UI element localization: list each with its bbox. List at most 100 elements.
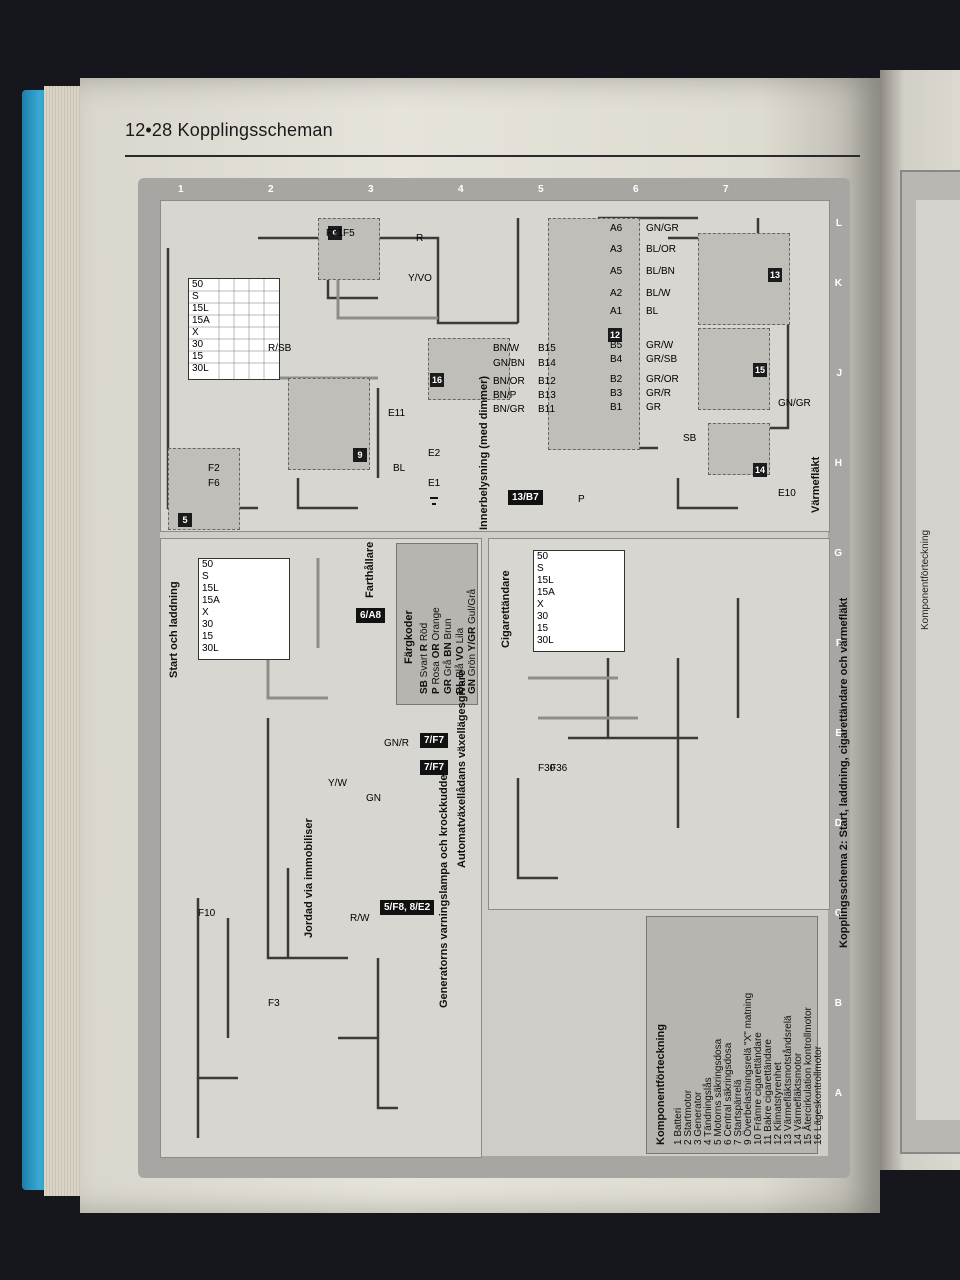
- grid-letter: E: [835, 728, 842, 739]
- switch-row-label: S: [192, 291, 199, 302]
- ref-arrow-13b7: 13/B7: [508, 490, 543, 505]
- pin-label: A2: [610, 288, 623, 299]
- wire-label: GN: [366, 793, 381, 804]
- pin-label: B14: [538, 358, 556, 369]
- component-number: 13: [768, 268, 782, 282]
- pin-label: B13: [538, 390, 556, 401]
- wire-label: GR/SB: [646, 354, 678, 365]
- header-rule: [125, 155, 860, 157]
- grid-letter: C: [834, 908, 842, 919]
- component-number: 5: [178, 513, 192, 527]
- pin-label: A1: [610, 306, 623, 317]
- right-page: Komponentförteckning: [880, 70, 960, 1170]
- right-page-component-list: Komponentförteckning: [920, 270, 931, 630]
- grid-number: 7: [723, 184, 729, 195]
- switch-row-label: 50: [202, 559, 214, 570]
- fuse-label: F31: [326, 228, 344, 239]
- diagram-caption: Kopplingsschema 2: Start, laddning, ciga…: [838, 597, 850, 948]
- pin-label: B15: [538, 343, 556, 354]
- wire-label: BL: [646, 306, 659, 317]
- pin-label: A6: [610, 223, 623, 234]
- page-edges: [44, 86, 84, 1196]
- pin-label: B3: [610, 388, 623, 399]
- color-codes-title: Färgkoder: [403, 610, 415, 664]
- color-code-row: GN Grön Y/GR Gul/Grå: [467, 588, 478, 694]
- right-page-diagram: [916, 200, 960, 1120]
- wire-label: BN/W: [493, 343, 520, 354]
- pin-label: B5: [610, 340, 623, 351]
- switch-row-label: 30: [202, 619, 214, 630]
- switch-row-label: 50: [192, 279, 204, 290]
- pin-label: B1: [610, 402, 623, 413]
- wire-label: SB: [683, 433, 697, 444]
- section-title-fan: Värmefläkt: [810, 456, 822, 513]
- rp-title: Komponentförteckning: [920, 529, 931, 630]
- switch-row-label: X: [537, 599, 544, 610]
- switch-row-label: 30L: [192, 363, 209, 374]
- climate-control-unit-12: [548, 218, 640, 450]
- wire-label: BN/P: [493, 390, 517, 401]
- switch-row-label: 15L: [202, 583, 219, 594]
- wire-label: BL: [393, 463, 406, 474]
- fuse-label: F2: [208, 463, 220, 474]
- ref-arrow-5f8: 5/F8, 8/E2: [380, 900, 435, 915]
- wire-label: GN/GR: [778, 398, 811, 409]
- grid-letter: F: [835, 638, 842, 649]
- wire-label: GN/R: [384, 738, 409, 749]
- fuse-label: F5: [343, 228, 355, 239]
- switch-row-label: 15: [537, 623, 549, 634]
- wire-label: BL/BN: [646, 266, 675, 277]
- grid-letter: D: [834, 818, 842, 829]
- fuse-label: F10: [198, 908, 216, 919]
- switch-row-label: 30: [537, 611, 549, 622]
- wire-label: GR/OR: [646, 374, 679, 385]
- color-code-row: GR Grå BN Brun: [443, 618, 454, 694]
- wire-label: BN/OR: [493, 376, 525, 387]
- fuse-label: F3: [268, 998, 280, 1009]
- component-number: 16: [430, 373, 444, 387]
- component-item: 16 Lägeskontrollmotor: [813, 1046, 824, 1145]
- component-number: 9: [353, 448, 367, 462]
- color-codes-legend: Färgkoder SB Svart R Röd P Rosa OR Orang…: [396, 543, 478, 705]
- label-generator-lamp: Generatorns varningslampa och krockkudde: [438, 774, 450, 1008]
- switch-row-label: 15: [192, 351, 204, 362]
- ref-arrow-7f7-a: 7/F7: [420, 733, 449, 748]
- component-list-title: Komponentförteckning: [655, 1024, 667, 1145]
- label-innerbelysning: Innerbelysning (med dimmer): [478, 375, 490, 530]
- grid-number: 3: [368, 184, 374, 195]
- grid-number: 6: [633, 184, 639, 195]
- wire-label: P: [578, 494, 585, 505]
- color-code-row: SB Svart R Röd: [419, 622, 430, 694]
- component-number: 12: [608, 328, 622, 342]
- wire-label: Y/VO: [408, 273, 432, 284]
- fuse-label: F36: [550, 763, 568, 774]
- label-farthallare: Farthållare: [364, 541, 376, 598]
- wire-label: R: [416, 233, 424, 244]
- switch-row-label: S: [537, 563, 544, 574]
- wire-label: GN/BN: [493, 358, 525, 369]
- label-jordad: Jordad via immobiliser: [303, 818, 315, 938]
- pin-label: B2: [610, 374, 623, 385]
- switch-row-label: 30: [192, 339, 204, 350]
- grid-number: 1: [178, 184, 184, 195]
- ground-label: E11: [388, 408, 406, 419]
- switch-row-label: 15L: [537, 575, 554, 586]
- pin-label: B11: [538, 404, 556, 415]
- page-header: 12•28 Kopplingsscheman: [125, 120, 333, 140]
- ignition-switch-table-cigar: 50 S 15L 15A X 30 15 30L: [533, 550, 625, 652]
- fuse-label: F30: [538, 763, 556, 774]
- grid-letter: J: [836, 368, 842, 379]
- pin-label: B12: [538, 376, 556, 387]
- switch-row-label: 15: [202, 631, 214, 642]
- color-code-row: P Rosa OR Orange: [431, 607, 442, 694]
- switch-row-label: 15A: [537, 587, 555, 598]
- wire-label: BL/W: [646, 288, 671, 299]
- wiring-diagram: A B C D E F G H J K L 1 2 3 4 5 6 7: [138, 178, 850, 1178]
- switch-row-label: 15A: [192, 315, 210, 326]
- position-motor-16: [428, 338, 510, 400]
- grid-number: 5: [538, 184, 544, 195]
- component-number: 14: [753, 463, 767, 477]
- grid-letter: H: [834, 458, 842, 469]
- component-number: 15: [753, 363, 767, 377]
- switch-row-label: S: [202, 571, 209, 582]
